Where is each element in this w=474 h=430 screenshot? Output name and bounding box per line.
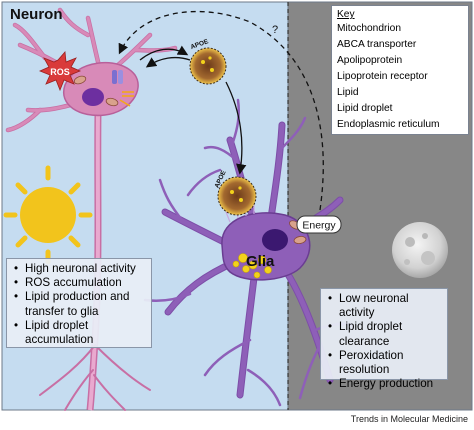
night-item: Peroxidation resolution	[328, 349, 441, 377]
day-item: Lipid production and transfer to glia	[14, 290, 145, 318]
lipoprotein-to-neuron-arrow	[145, 56, 191, 68]
key-title: Key	[337, 9, 355, 20]
neuron-lipids	[119, 91, 134, 107]
glia-title: Glia	[246, 253, 275, 270]
ros-burst-icon	[38, 51, 82, 92]
night-item: Low neuronal activity	[328, 292, 441, 320]
neuron-abca-transporter	[112, 70, 123, 84]
journal-footer: Trends in Molecular Medicine	[350, 414, 468, 424]
energy-feedback-arrow	[118, 11, 324, 211]
moon-icon	[392, 222, 448, 278]
lipoprotein-particle-2	[217, 176, 257, 216]
lipoprotein-particle-1	[189, 47, 227, 85]
energy-label: Energy	[302, 220, 336, 232]
neuron-mitochondria	[73, 75, 119, 107]
neuron-title: Neuron	[10, 6, 63, 23]
day-info-panel: High neuronal activity ROS accumulation …	[6, 258, 152, 348]
key-legend: Key Mitochondrion ABCA transporter Apoli…	[331, 5, 469, 135]
day-item: High neuronal activity	[14, 262, 145, 276]
glia-lipid-droplets	[232, 253, 272, 279]
key-item-apolipoprotein: Apolipoprotein	[337, 55, 403, 66]
key-item-lipid: Lipid	[337, 87, 359, 98]
day-item: Lipid droplet accumulation	[14, 319, 145, 347]
night-item: Energy production	[328, 377, 441, 391]
day-item: ROS accumulation	[14, 276, 145, 290]
night-item: Lipid droplet clearance	[328, 320, 441, 348]
ros-label: ROS	[50, 67, 70, 77]
neuron-to-lipoprotein-arrow	[139, 45, 189, 61]
energy-bubble	[296, 215, 342, 234]
key-item-endoplasmic-reticulum: Endoplasmic reticulum	[337, 119, 440, 130]
lipoprotein-to-glia-arrow	[225, 81, 247, 175]
question-mark: ?	[272, 24, 278, 36]
key-item-mitochondrion: Mitochondrion	[337, 23, 401, 34]
key-item-abca-transporter: ABCA transporter	[337, 39, 417, 50]
key-item-lipoprotein-receptor: Lipoprotein receptor	[337, 71, 428, 82]
night-info-panel: Low neuronal activity Lipid droplet clea…	[320, 288, 448, 392]
key-item-lipid-droplet: Lipid droplet	[337, 103, 393, 114]
